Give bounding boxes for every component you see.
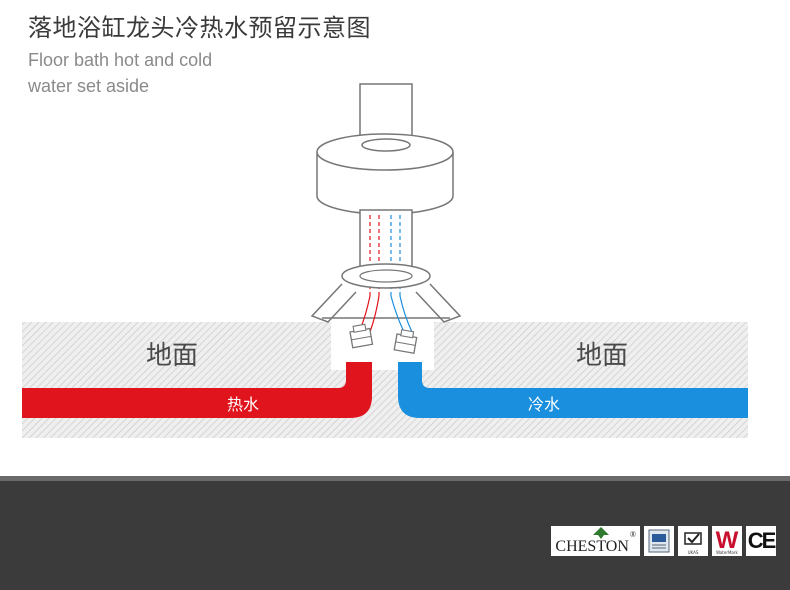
- base-leg-right: [415, 283, 462, 323]
- hot-water-label: 热水: [227, 395, 259, 414]
- certification-logos: CHESTON ® UKAS W WaterMark CE: [551, 526, 776, 556]
- ukas-text: UKAS: [687, 550, 699, 555]
- mount-flange-inner: [359, 269, 413, 283]
- cold-water-pipe: [398, 362, 748, 418]
- ground-label-right: 地面: [576, 341, 628, 371]
- brand-name: CHESTON: [555, 538, 629, 555]
- footer-bar: CHESTON ® UKAS W WaterMark CE: [0, 476, 790, 590]
- hot-water-pipe: [22, 362, 372, 418]
- cheston-logo: CHESTON ®: [551, 526, 640, 556]
- registered-mark: ®: [629, 530, 636, 539]
- ce-text: CE: [747, 528, 777, 553]
- tree-icon: [593, 527, 610, 539]
- subtitle-line-1: Floor bath hot and cold: [28, 50, 213, 70]
- cold-connector: [393, 329, 418, 354]
- diagram-subtitle: Floor bath hot and cold water set aside: [28, 47, 212, 99]
- ce-mark-icon: CE: [746, 526, 776, 556]
- ground-label-left: 地面: [146, 341, 198, 371]
- faucet-column-end: [361, 138, 411, 152]
- diagram-title: 落地浴缸龙头冷热水预留示意图: [28, 14, 371, 42]
- faucet-cylinder-top: [316, 133, 454, 171]
- quality-cert-icon: [644, 526, 674, 556]
- ukas-cert-icon: UKAS: [678, 526, 708, 556]
- faucet-column-top: [359, 83, 413, 143]
- watermark-text: WaterMark: [716, 550, 738, 555]
- base-leg-left: [310, 283, 357, 323]
- cold-hose-lower: [390, 295, 413, 333]
- watermark-w: W: [715, 527, 739, 554]
- cold-water-label: 冷水: [528, 395, 560, 414]
- hot-connector: [349, 323, 374, 349]
- subtitle-line-2: water set aside: [28, 76, 150, 96]
- installation-diagram: 地面 地面 热水 冷水: [22, 83, 748, 438]
- watermark-cert-icon: W WaterMark: [712, 526, 742, 556]
